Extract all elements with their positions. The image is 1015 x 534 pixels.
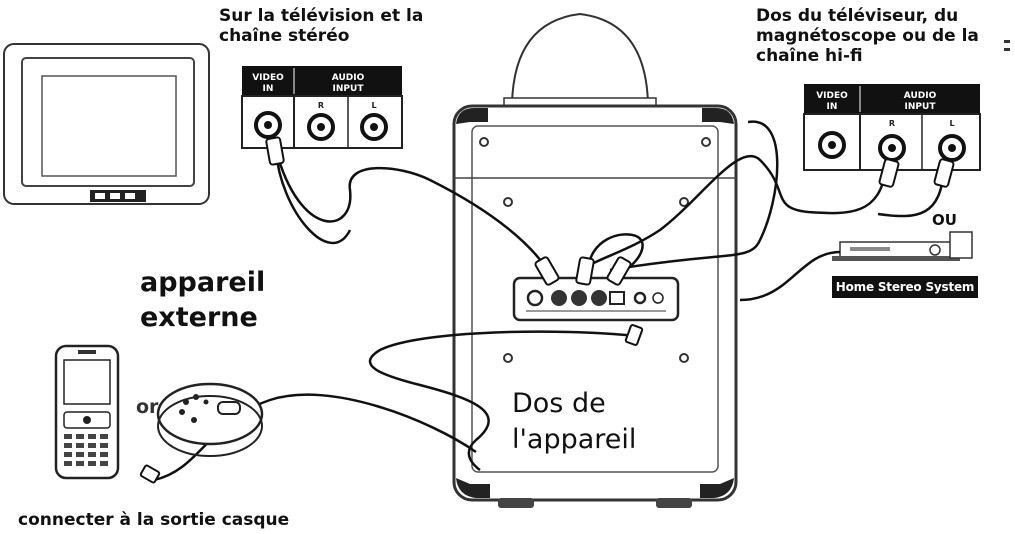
headphone-connect-label: connecter à la sortie casque bbox=[18, 510, 290, 530]
right-audio-label-2: INPUT bbox=[905, 102, 937, 112]
right-audio-label-1: AUDIO bbox=[904, 91, 937, 101]
left-r-label: R bbox=[318, 101, 324, 110]
left-jack-panel: VIDEO IN AUDIO INPUT R L bbox=[241, 66, 403, 149]
back-title-line-1: Dos du téléviseur, du bbox=[756, 6, 959, 26]
smartphone-illustration bbox=[54, 344, 120, 480]
home-stereo-device bbox=[832, 231, 973, 261]
tv-title-line-1: Sur la télévision et la bbox=[219, 6, 424, 26]
home-stereo-label: Home Stereo System bbox=[832, 276, 978, 298]
tv-connection-title: Sur la télévision et la chaîne stéréo bbox=[219, 6, 423, 46]
external-device-label: appareil externe bbox=[140, 266, 265, 335]
right-r-label: R bbox=[889, 119, 895, 128]
television-illustration bbox=[3, 43, 210, 205]
ou-label: OU bbox=[932, 211, 957, 229]
right-l-label: L bbox=[949, 119, 954, 128]
back-title-line-3: chaîne hi-fi bbox=[756, 46, 863, 67]
cd-player-illustration bbox=[156, 382, 264, 457]
back-device-title: Dos du téléviseur, du magnétoscope ou de… bbox=[756, 6, 979, 66]
unit-back-label: Dos de l'appareil bbox=[512, 386, 636, 457]
or-label: or bbox=[136, 396, 159, 418]
connection-cables bbox=[153, 120, 946, 482]
left-audio-label-2: INPUT bbox=[333, 84, 365, 94]
right-video-label-2: IN bbox=[827, 102, 838, 112]
external-line-1: appareil bbox=[140, 267, 266, 298]
left-l-label: L bbox=[371, 101, 376, 110]
speaker-unit bbox=[452, 12, 738, 508]
back-title-line-2: magnétoscope ou de la bbox=[756, 26, 979, 47]
unit-back-line-2: l'appareil bbox=[512, 423, 637, 455]
left-video-label-1: VIDEO bbox=[252, 73, 284, 83]
unit-back-line-1: Dos de bbox=[512, 388, 606, 419]
cable-plugs bbox=[139, 136, 955, 484]
left-video-label-2: IN bbox=[263, 84, 274, 94]
external-line-2: externe bbox=[140, 301, 258, 333]
right-video-label-1: VIDEO bbox=[816, 91, 848, 101]
left-audio-label-1: AUDIO bbox=[332, 73, 365, 83]
tv-title-line-2: chaîne stéréo bbox=[219, 26, 350, 47]
